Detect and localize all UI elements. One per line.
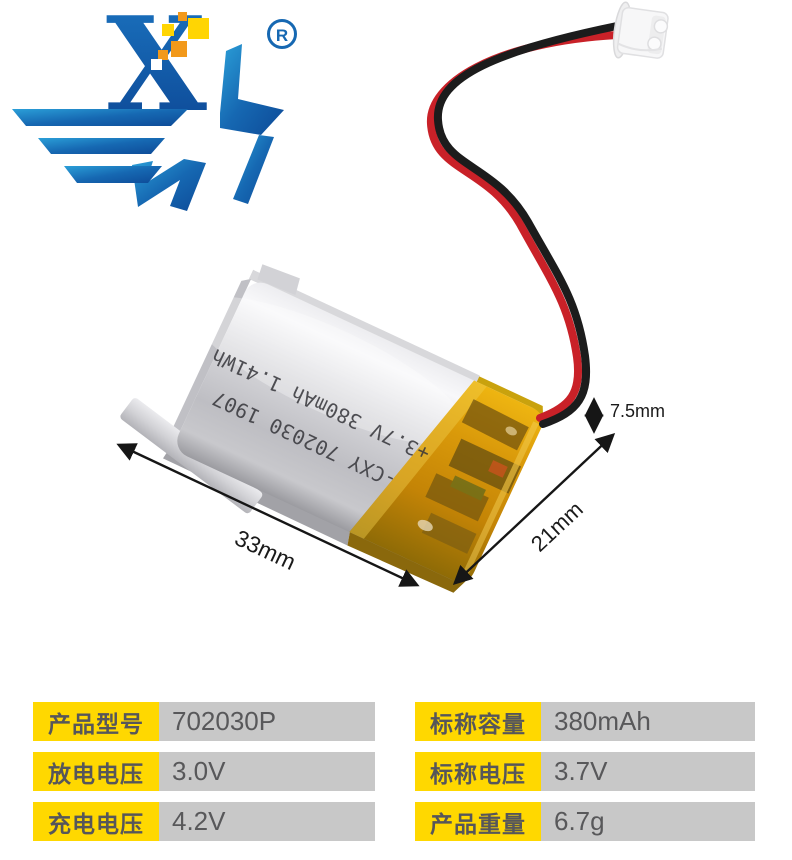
dimension-label-thickness: 7.5mm [610, 401, 665, 421]
spec-row-charge-voltage: 充电电压 4.2V [33, 802, 375, 841]
pixel-square [158, 50, 168, 60]
jst-connector [612, 1, 669, 59]
registered-trademark: R [267, 19, 297, 49]
brand-logo: X R [12, 2, 297, 211]
spec-value-nominal-voltage: 3.7V [541, 752, 755, 791]
registered-letter: R [276, 26, 288, 45]
brand-wing-stripes [12, 109, 188, 183]
spec-label-capacity: 标称容量 [415, 702, 541, 741]
spec-value-capacity: 380mAh [541, 702, 755, 741]
spec-label-weight: 产品重量 [415, 802, 541, 841]
pixel-square [151, 59, 162, 70]
spec-table-right-column: 标称容量 380mAh 标称电压 3.7V 产品重量 6.7g [415, 702, 755, 852]
spec-row-weight: 产品重量 6.7g [415, 802, 755, 841]
spec-row-model: 产品型号 702030P [33, 702, 375, 741]
pixel-square [188, 18, 209, 39]
spec-value-weight: 6.7g [541, 802, 755, 841]
spec-label-model: 产品型号 [33, 702, 159, 741]
battery-sheen [192, 296, 467, 445]
pouch-tab [257, 264, 300, 296]
spec-value-charge-voltage: 4.2V [159, 802, 375, 841]
spec-row-discharge-voltage: 放电电压 3.0V [33, 752, 375, 791]
spec-row-capacity: 标称容量 380mAh [415, 702, 755, 741]
pixel-square [178, 12, 187, 21]
spec-label-charge-voltage: 充电电压 [33, 802, 159, 841]
spec-label-nominal-voltage: 标称电压 [415, 752, 541, 791]
dimension-thickness: 7.5mm [584, 397, 665, 434]
dimension-label-width: 21mm [526, 497, 588, 557]
pixel-square [162, 24, 174, 36]
pixel-square [171, 41, 187, 57]
brand-pixel-squares [151, 12, 209, 70]
spec-table-left-column: 产品型号 702030P 放电电压 3.0V 充电电压 4.2V [33, 702, 375, 852]
brand-star [132, 44, 284, 211]
product-photo: -CXY 702030 1907 +3.7V 380mAh 1.41Wh 33m… [116, 1, 669, 593]
wire-black [433, 22, 621, 428]
spec-value-model: 702030P [159, 702, 375, 741]
spec-row-nominal-voltage: 标称电压 3.7V [415, 752, 755, 791]
spec-value-discharge-voltage: 3.0V [159, 752, 375, 791]
dimension-arrow-length [116, 443, 420, 587]
dimension-label-length: 33mm [231, 524, 300, 575]
spec-label-discharge-voltage: 放电电压 [33, 752, 159, 791]
battery-body: -CXY 702030 1907 +3.7V 380mAh 1.41Wh [120, 264, 543, 593]
battery-top-edge [248, 269, 480, 385]
battery-left-edge [163, 278, 252, 449]
dimension-arrow-width [452, 433, 616, 585]
